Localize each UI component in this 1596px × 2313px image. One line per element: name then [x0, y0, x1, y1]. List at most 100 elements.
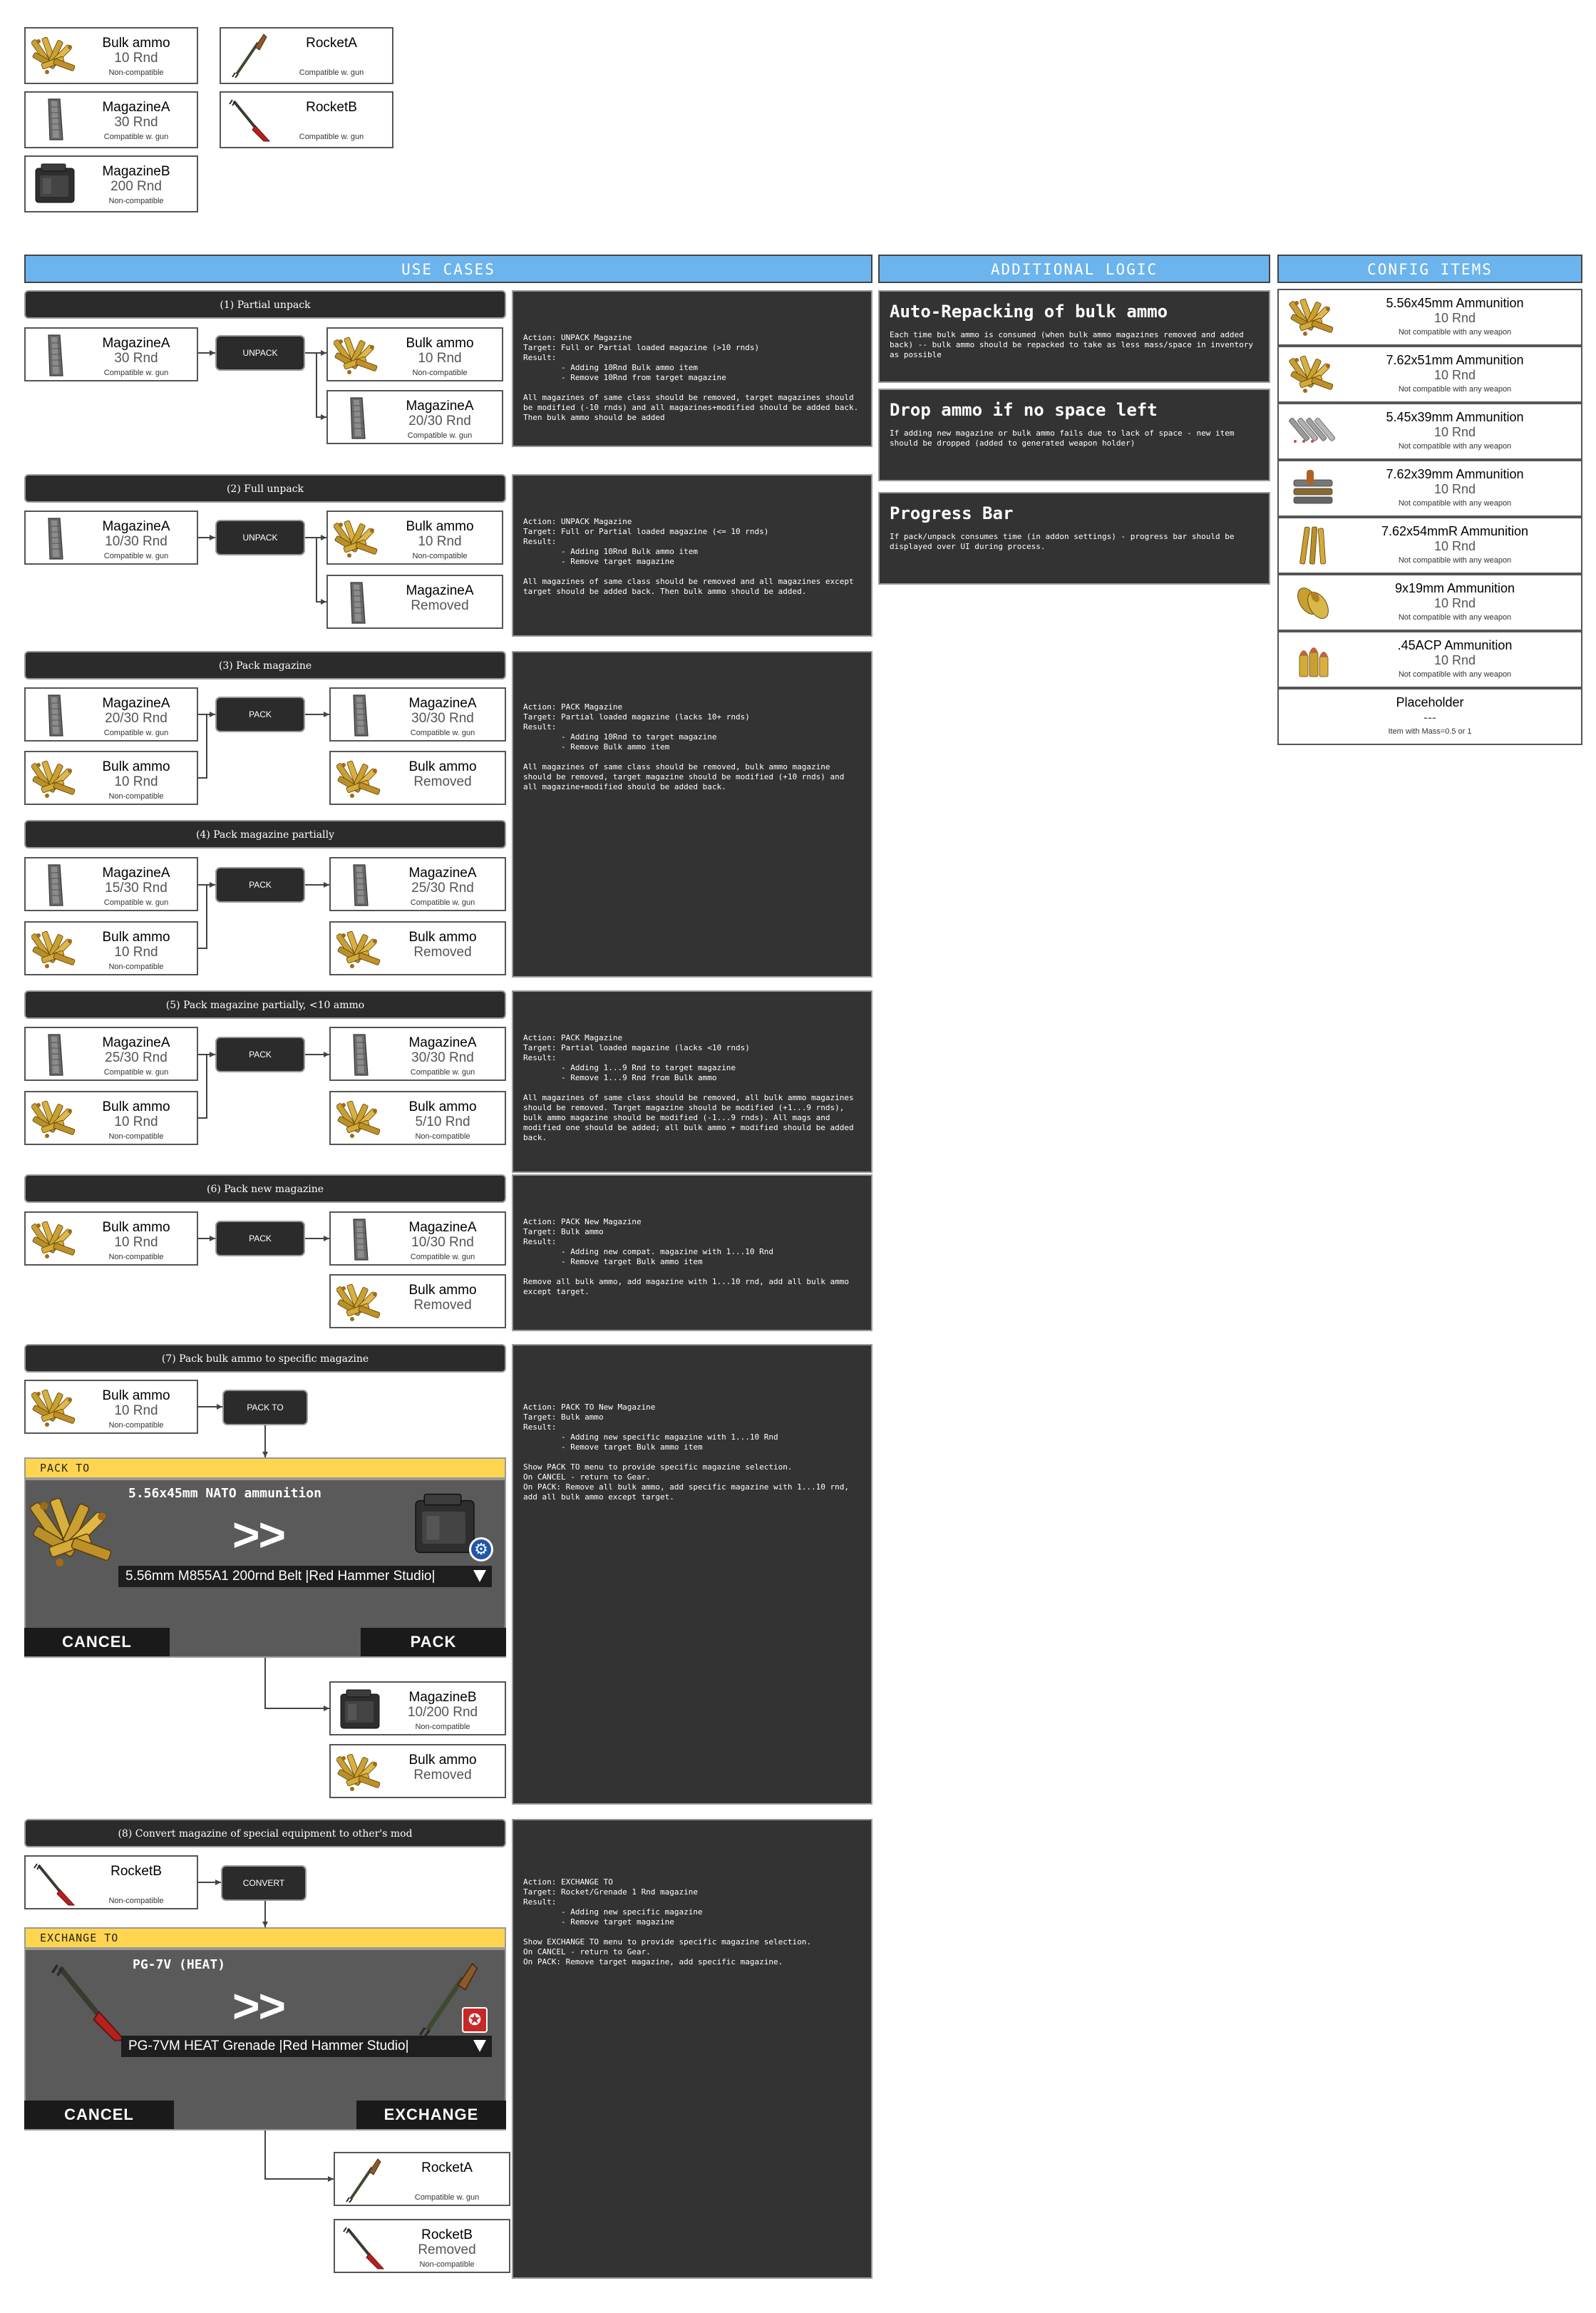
rocket-a-icon — [227, 33, 274, 78]
card-status: Compatible w. gun — [410, 898, 475, 907]
logic-title: Auto-Repacking of bulk ammo — [890, 302, 1168, 322]
card-name: Bulk ammo — [102, 759, 170, 774]
legend-card-rocket-a: RocketA Compatible w. gun — [220, 27, 393, 84]
unpack-button[interactable]: UNPACK — [215, 520, 305, 555]
card-name: RocketA — [421, 2160, 473, 2175]
logic-drop-ammo: Drop ammo if no space left If adding new… — [878, 389, 1270, 481]
logic-title: Drop ammo if no space left — [890, 400, 1158, 420]
config-item-status: Not compatible with any weapon — [1398, 442, 1512, 451]
magazine-icon — [336, 1217, 383, 1263]
case-4-source-card: Bulk ammo 10 Rnd Non-compatible — [24, 921, 198, 975]
config-item-name: 5.45x39mm Ammunition — [1386, 410, 1524, 424]
magazine-select-value: PG-7VM HEAT Grenade |Red Hammer Studio| — [128, 2038, 409, 2053]
card-count: 30/30 Rnd — [411, 711, 474, 726]
bulk-ammo-icon — [31, 1217, 78, 1263]
card-count: 10 Rnd — [114, 1114, 158, 1129]
case-2-result-card: MagazineA Removed — [326, 575, 503, 629]
magazine-select[interactable]: 5.56mm M855A1 200rnd Belt |Red Hammer St… — [118, 1566, 492, 1587]
card-name: MagazineB — [102, 164, 170, 179]
chevron-down-icon — [473, 2040, 486, 2052]
card-status: Non-compatible — [108, 792, 164, 801]
bulk-ammo-icon — [31, 757, 78, 802]
card-status: Non-compatible — [108, 1253, 164, 1261]
legend-card-magazine-b: MagazineB 200 Rnd Non-compatible — [24, 155, 198, 212]
card-status: Compatible w. gun — [410, 1253, 475, 1261]
card-count: 25/30 Rnd — [105, 1050, 168, 1065]
case-1-result-card: Bulk ammo 10 Rnd Non-compatible — [326, 327, 503, 381]
cancel-button[interactable]: CANCEL — [24, 2101, 174, 2129]
magazine-icon — [31, 516, 78, 562]
pack-button[interactable]: PACK — [215, 1037, 305, 1072]
bulk-ammo-icon — [336, 1750, 383, 1795]
card-count: 25/30 Rnd — [411, 881, 474, 896]
card-count: 10 Rnd — [418, 534, 462, 549]
dialog-body: 5.56x45mm NATO ammunition >> ⚙ 5.56mm M8… — [24, 1479, 506, 1658]
magazine-icon — [31, 1032, 78, 1078]
case-1-result-card: MagazineA 20/30 Rnd Compatible w. gun — [326, 390, 503, 444]
pack-confirm-button[interactable]: PACK — [361, 1628, 506, 1656]
config-item-status: Not compatible with any weapon — [1398, 613, 1512, 622]
pack-button[interactable]: PACK — [215, 697, 305, 732]
card-name: MagazineA — [102, 519, 170, 534]
case-5-result-card: Bulk ammo 5/10 Rnd Non-compatible — [329, 1091, 506, 1145]
card-status: Non-compatible — [108, 1897, 164, 1905]
pack-to-dialog: PACK TO 5.56x45mm NATO ammunition >> ⚙ 5… — [24, 1457, 506, 1658]
card-name: Bulk ammo — [408, 759, 477, 774]
card-name: MagazineA — [102, 696, 170, 711]
config-item: 9x19mm Ammunition 10 Rnd Not compatible … — [1277, 574, 1582, 631]
exchange-button[interactable]: EXCHANGE — [356, 2101, 506, 2129]
magazine-icon — [31, 97, 78, 143]
card-status: Non-compatible — [415, 1723, 470, 1731]
card-count: Removed — [413, 1768, 472, 1783]
pack-button[interactable]: PACK — [215, 1221, 305, 1256]
card-count: Removed — [413, 774, 472, 789]
cancel-button[interactable]: CANCEL — [24, 1628, 170, 1656]
config-item-count: 10 Rnd — [1433, 482, 1476, 496]
card-status: Non-compatible — [412, 369, 468, 377]
case-5-result-card: MagazineA 30/30 Rnd Compatible w. gun — [329, 1027, 506, 1081]
case-4-source-card: MagazineA 15/30 Rnd Compatible w. gun — [24, 857, 198, 911]
card-count: 10 Rnd — [114, 1403, 158, 1418]
card-status: Compatible w. gun — [407, 431, 473, 440]
rocket-b-icon — [47, 1957, 133, 2046]
card-status: Non-compatible — [108, 1421, 164, 1430]
case-5-description: Action: PACK Magazine Target: Partial lo… — [512, 990, 872, 1173]
gear-icon: ⚙ — [469, 1537, 493, 1561]
logic-progress-bar: Progress Bar If pack/unpack consumes tim… — [878, 492, 1270, 585]
unpack-button[interactable]: UNPACK — [215, 335, 305, 371]
pack-to-button[interactable]: PACK TO — [222, 1390, 308, 1425]
convert-button[interactable]: CONVERT — [221, 1865, 307, 1901]
config-item-name: 7.62x39mm Ammunition — [1386, 467, 1524, 481]
card-count: Removed — [413, 1298, 472, 1313]
case-8-source-card: RocketB Non-compatible — [24, 1855, 198, 1909]
magazine-icon — [31, 693, 78, 739]
card-name: Bulk ammo — [406, 336, 474, 351]
config-items-list: 5.56x45mm Ammunition 10 Rnd Not compatib… — [1277, 289, 1582, 745]
card-name: MagazineA — [408, 696, 477, 711]
dialog-title-bar: PACK TO — [24, 1457, 506, 1479]
config-item-name: 7.62x54mmR Ammunition — [1381, 524, 1529, 538]
card-name: MagazineA — [102, 336, 170, 351]
card-name: Bulk ammo — [408, 1753, 477, 1768]
case-3-result-card: Bulk ammo Removed — [329, 751, 506, 805]
card-name: RocketB — [421, 2227, 473, 2242]
case-4-result-card: Bulk ammo Removed — [329, 921, 506, 975]
magazine-select[interactable]: PG-7VM HEAT Grenade |Red Hammer Studio| — [121, 2036, 492, 2057]
card-name: Bulk ammo — [408, 1283, 477, 1298]
config-item-count: 10 Rnd — [1433, 653, 1476, 667]
pack-button[interactable]: PACK — [215, 867, 305, 903]
card-name: MagazineA — [406, 583, 474, 598]
card-name: MagazineA — [102, 866, 170, 881]
logic-text: Each time bulk ammo is consumed (when bu… — [890, 330, 1253, 359]
card-status: Compatible w. gun — [103, 369, 169, 377]
card-count: 10/30 Rnd — [411, 1235, 474, 1250]
card-name: Bulk ammo — [408, 930, 477, 945]
card-status: Non-compatible — [419, 2260, 475, 2269]
rocket-a-icon — [341, 2158, 388, 2203]
case-3-4-description: Action: PACK Magazine Target: Partial lo… — [512, 651, 872, 978]
logic-title: Progress Bar — [890, 503, 1014, 523]
dialog-arrow: >> — [232, 1979, 286, 2032]
bulk-ammo-icon — [30, 1490, 118, 1574]
card-name: MagazineA — [408, 1035, 477, 1050]
case-2-description: Action: UNPACK Magazine Target: Full or … — [512, 474, 872, 637]
